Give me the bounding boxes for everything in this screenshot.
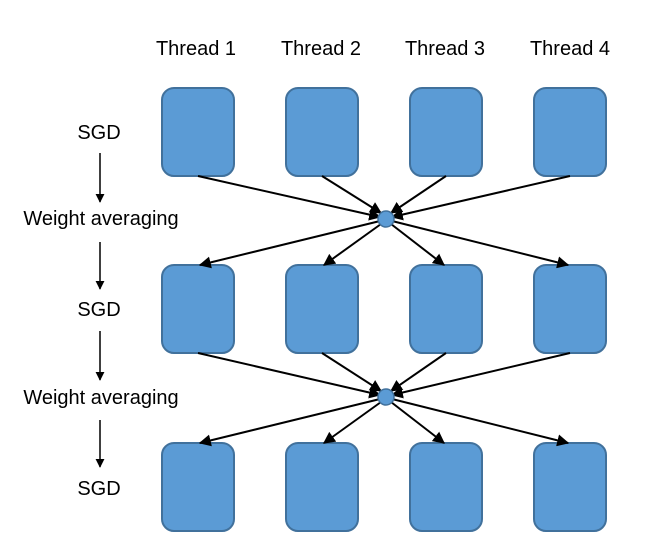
- step-label-weight-averaging-2: Weight averaging: [23, 387, 178, 409]
- averaging-node-2: [377, 388, 395, 406]
- thread-boxes-row-3: [161, 442, 607, 532]
- thread-box-r3-t4: [533, 442, 607, 532]
- edge-r2t2-to-avg2: [321, 352, 383, 392]
- thread-box-r1-t3: [409, 87, 483, 177]
- averaging-2-inputs: [197, 352, 571, 399]
- edge-avg2-to-r3t4: [391, 398, 570, 447]
- averaging-1-inputs: [197, 175, 571, 221]
- thread-header-2: Thread 2: [281, 38, 361, 60]
- edge-r1t2-to-avg1: [321, 175, 383, 214]
- edge-r2t3-to-avg2: [390, 352, 447, 392]
- edge-avg2-to-r3t3: [390, 401, 445, 444]
- edge-r1t3-to-avg1: [390, 175, 447, 214]
- thread-header-1: Thread 1: [156, 38, 236, 60]
- averaging-node-1: [377, 210, 395, 228]
- averaging-2-outputs: [198, 398, 570, 447]
- thread-box-r2-t1: [161, 264, 235, 354]
- thread-box-r3-t2: [285, 442, 359, 532]
- thread-box-r2-t4: [533, 264, 607, 354]
- thread-box-r2-t2: [285, 264, 359, 354]
- step-label-weight-averaging-1: Weight averaging: [23, 208, 178, 230]
- step-label-sgd-2: SGD: [77, 299, 120, 321]
- thread-box-r3-t3: [409, 442, 483, 532]
- thread-box-r1-t1: [161, 87, 235, 177]
- averaging-1-outputs: [198, 220, 570, 269]
- thread-boxes-row-1: [161, 87, 607, 177]
- thread-header-4: Thread 4: [530, 38, 610, 60]
- thread-box-r2-t3: [409, 264, 483, 354]
- edge-avg1-to-r2t1: [198, 220, 381, 269]
- thread-header-3: Thread 3: [405, 38, 485, 60]
- edge-avg1-to-r2t4: [391, 220, 570, 269]
- thread-boxes-row-2: [161, 264, 607, 354]
- thread-box-r1-t2: [285, 87, 359, 177]
- step-label-sgd-1: SGD: [77, 122, 120, 144]
- edge-avg1-to-r2t3: [390, 223, 445, 266]
- thread-box-r3-t1: [161, 442, 235, 532]
- step-label-sgd-3: SGD: [77, 478, 120, 500]
- thread-box-r1-t4: [533, 87, 607, 177]
- edge-avg2-to-r3t1: [198, 398, 381, 447]
- edge-avg1-to-r2t2: [323, 223, 382, 266]
- edge-r1t1-to-avg1: [197, 175, 382, 221]
- edge-r2t4-to-avg2: [390, 352, 571, 399]
- edge-avg2-to-r3t2: [323, 401, 382, 444]
- edge-r2t1-to-avg2: [197, 352, 382, 399]
- edge-r1t4-to-avg1: [390, 175, 571, 221]
